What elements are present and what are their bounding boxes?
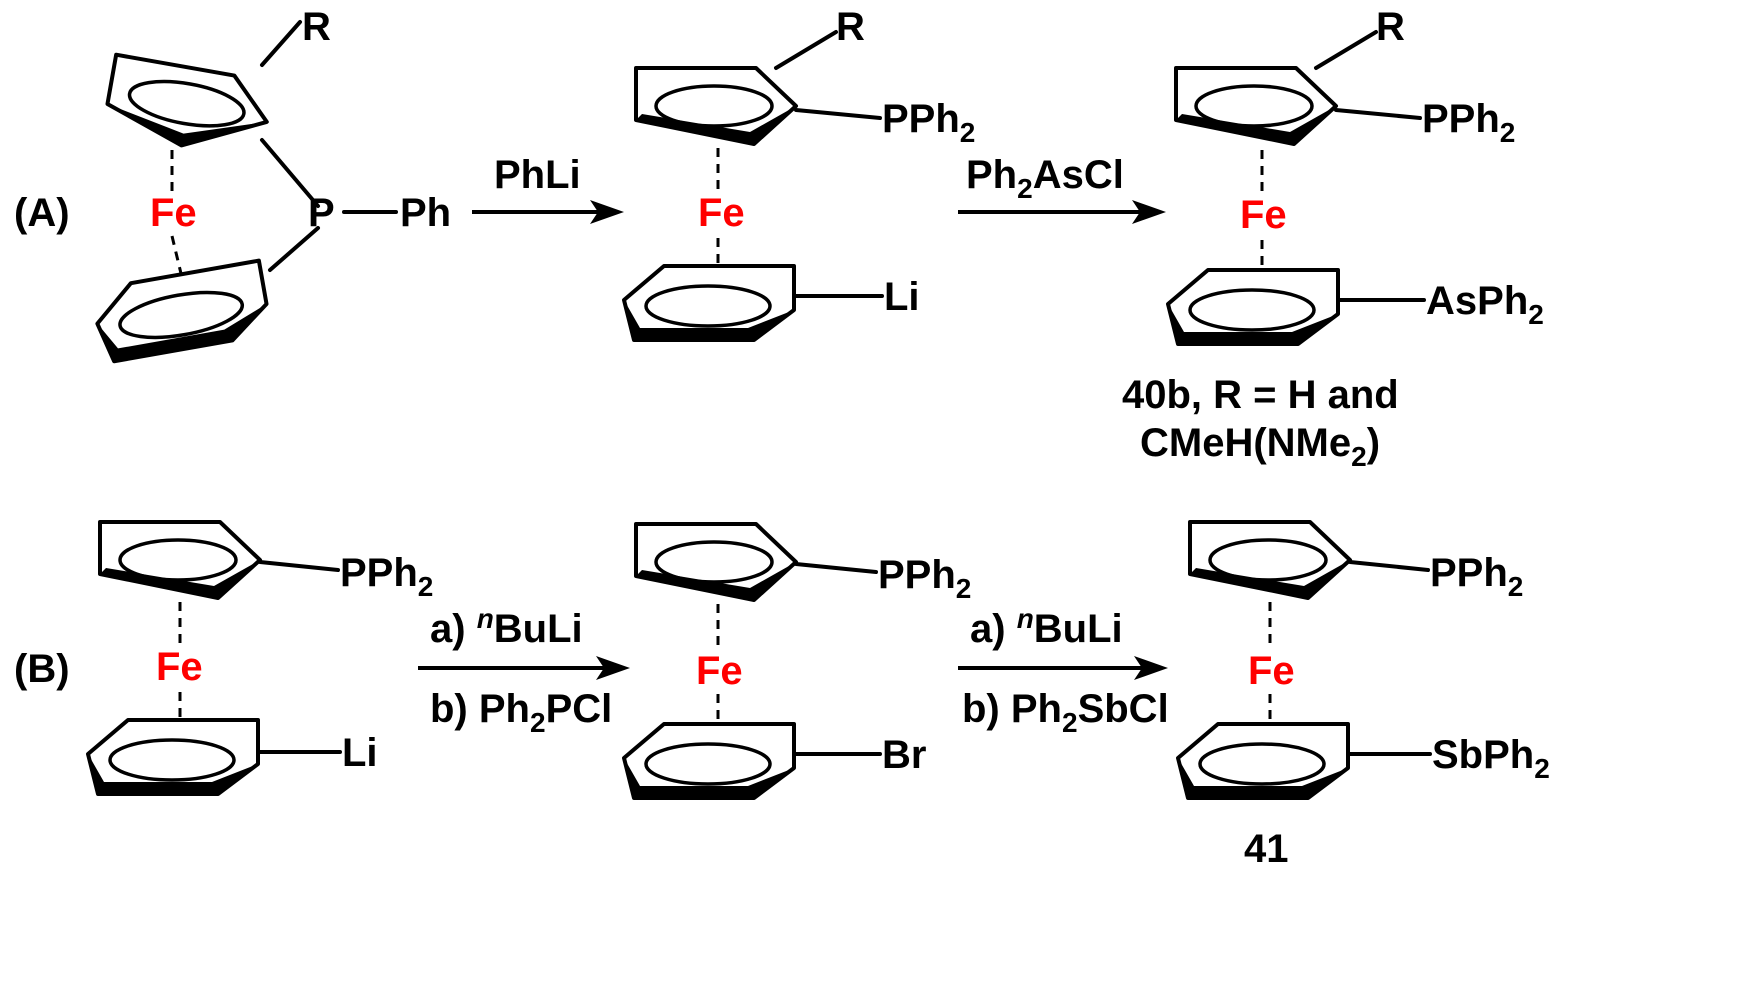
a-product-caption-2: CMeH(NMe2): [1140, 421, 1380, 472]
a-product-asph2: AsPh2: [1426, 279, 1544, 330]
b-step2-reagent-b: b) Ph2SbCl: [962, 687, 1169, 738]
b-mid-ferrocene: PPh2 Fe Br: [622, 522, 971, 800]
b-product-pph2: PPh2: [1430, 551, 1523, 602]
b-arrow-2: a) nBuLi b) Ph2SbCl: [958, 603, 1169, 738]
b-mid-fe: Fe: [696, 649, 743, 693]
b-mid-pph2: PPh2: [878, 553, 971, 604]
a-product-r-label: R: [1376, 5, 1405, 49]
a-start-ph: Ph: [400, 191, 451, 235]
a-reagent-phli: PhLi: [494, 153, 581, 197]
b-step2-reagent-a: a) nBuLi: [970, 603, 1123, 651]
a-start-fe: Fe: [150, 191, 197, 235]
b-start-ferrocene: PPh2 Fe Li: [86, 520, 433, 796]
b-product-sbph2: SbPh2: [1432, 733, 1550, 784]
b-product-41: PPh2 Fe SbPh2 41: [1176, 520, 1550, 871]
a-arrow-2: Ph2AsCl: [958, 153, 1166, 224]
scheme-b-label: (B): [14, 647, 70, 691]
a-mid-li: Li: [884, 275, 920, 319]
scheme-a-label: (A): [14, 191, 70, 235]
a-product-fe: Fe: [1240, 193, 1287, 237]
a-product-caption-1: 40b, R = H and: [1122, 373, 1399, 417]
a-start-ferrocenophane: R Fe P Ph: [89, 5, 451, 366]
b-start-li: Li: [342, 731, 378, 775]
b-arrow-1: a) nBuLi b) Ph2PCl: [418, 603, 630, 738]
a-product-pph2: PPh2: [1422, 97, 1515, 148]
a-mid-fe: Fe: [698, 191, 745, 235]
b-start-fe: Fe: [156, 645, 203, 689]
b-step1-reagent-a: a) nBuLi: [430, 603, 583, 651]
b-step1-reagent-b: b) Ph2PCl: [430, 687, 612, 738]
b-product-caption: 41: [1244, 827, 1289, 871]
a-arrow-1: PhLi: [472, 153, 624, 224]
a-start-r-label: R: [302, 5, 331, 49]
a-mid-ferrocene: R PPh2 Fe Li: [622, 5, 975, 342]
a-reagent-ph2ascl: Ph2AsCl: [966, 153, 1124, 204]
b-product-fe: Fe: [1248, 649, 1295, 693]
a-start-p: P: [308, 191, 335, 235]
b-start-pph2: PPh2: [340, 551, 433, 602]
b-mid-br: Br: [882, 733, 926, 777]
a-product-40b: R PPh2 Fe AsPh2 40b, R = H and CMeH(NMe2…: [1122, 5, 1544, 472]
a-mid-r-label: R: [836, 5, 865, 49]
a-mid-pph2: PPh2: [882, 97, 975, 148]
